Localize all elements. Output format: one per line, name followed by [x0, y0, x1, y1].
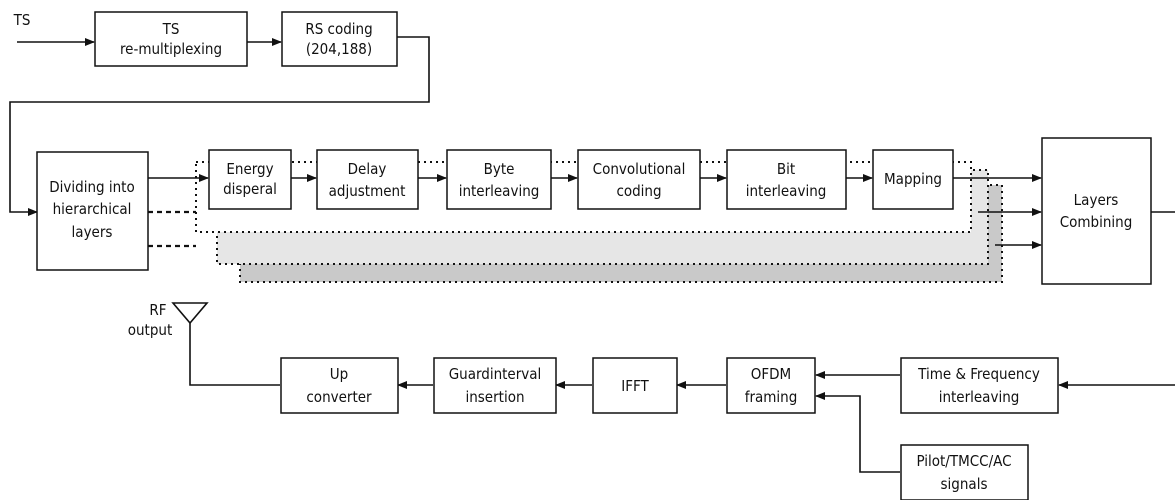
time-freq-line2: interleaving — [939, 388, 1020, 406]
block-time-frequency-interleaving — [900, 357, 1059, 414]
upconv-line1: Up — [330, 365, 348, 383]
block-layers-combining — [1041, 137, 1152, 285]
combining-line2: Combining — [1060, 213, 1133, 231]
delay-line2: adjustment — [329, 182, 406, 200]
byte-line1: Byte — [484, 160, 515, 178]
pilot-line1: Pilot/TMCC/AC — [916, 452, 1011, 470]
rs-coding-line1: RS coding — [305, 20, 372, 38]
combining-line1: Layers — [1074, 191, 1119, 209]
conv-line1: Convolutional — [593, 160, 686, 178]
energy-line1: Energy — [226, 160, 273, 178]
connectors — [9, 36, 1175, 473]
dividing-line3: layers — [72, 223, 113, 241]
block-ifft — [592, 357, 678, 414]
ofdm-line2: framing — [745, 388, 798, 406]
block-convolutional-coding — [577, 149, 701, 210]
ts-input-label: TS — [13, 11, 31, 29]
byte-line2: interleaving — [459, 182, 540, 200]
block-ts-remultiplexing — [94, 11, 248, 67]
energy-line2: disperal — [223, 180, 277, 198]
block-byte-interleaving — [446, 149, 552, 210]
block-bit-interleaving — [726, 149, 847, 210]
rf-output-line1: RF — [149, 301, 166, 319]
antenna-icon — [171, 302, 209, 325]
diagram-labels: TS TS re-multiplexing RS coding (204,188… — [13, 11, 1133, 493]
ofdm-line1: OFDM — [751, 365, 791, 383]
bit-line1: Bit — [777, 160, 795, 178]
block-mapping — [872, 149, 954, 210]
block-ofdm-framing — [726, 357, 816, 414]
block-pilot-tmcc-ac — [900, 444, 1029, 500]
delay-line1: Delay — [348, 160, 387, 178]
dividing-line1: Dividing into — [49, 178, 134, 196]
block-delay-adjustment — [316, 149, 419, 210]
ts-remux-line2: re-multiplexing — [120, 40, 222, 58]
ifft-label: IFFT — [621, 377, 649, 395]
block-dividing-layers — [36, 151, 149, 271]
mapping-label: Mapping — [884, 170, 942, 188]
pilot-line2: signals — [941, 475, 988, 493]
rs-coding-line2: (204,188) — [306, 40, 372, 58]
bit-line2: interleaving — [746, 182, 827, 200]
rf-output-line2: output — [128, 321, 173, 339]
ts-remux-line1: TS — [162, 20, 180, 38]
guard-line1: Guardinterval — [449, 365, 542, 383]
guard-line2: insertion — [465, 388, 524, 406]
upconv-line2: converter — [306, 388, 372, 406]
block-guard-interval — [433, 357, 557, 414]
time-freq-line1: Time & Frequency — [917, 365, 1040, 383]
block-energy-dispersal — [208, 149, 292, 210]
dividing-line2: hierarchical — [53, 200, 132, 218]
conv-line2: coding — [616, 182, 661, 200]
block-up-converter — [280, 357, 399, 414]
block-rs-coding — [281, 11, 398, 67]
